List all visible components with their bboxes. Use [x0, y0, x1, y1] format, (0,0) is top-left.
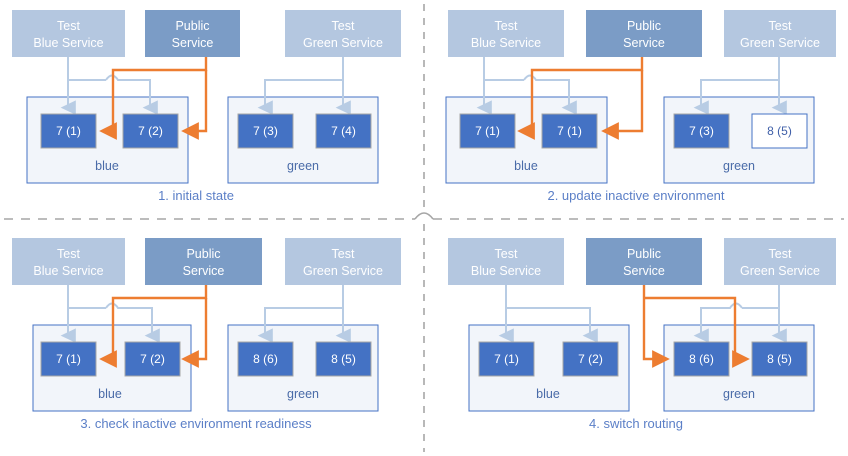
routing-public-to-green-1: [642, 285, 670, 368]
connector-test-green: [257, 285, 344, 343]
service-label-line2: Blue Service: [33, 264, 103, 278]
service-label-line1: Test: [332, 19, 355, 33]
service-label-line1: Test: [495, 19, 518, 33]
instance-label: 7 (1): [56, 352, 81, 366]
service-box-test-green: [285, 10, 401, 57]
service-label-line2: Service: [183, 264, 225, 278]
service-label-line1: Test: [57, 19, 80, 33]
service-label-line1: Test: [495, 247, 518, 261]
service-box-public: [586, 238, 702, 285]
connector-test-green: [257, 57, 344, 115]
instance-box: [315, 113, 372, 149]
instance-label: 7 (4): [331, 124, 356, 138]
instance-box: [237, 341, 294, 377]
instance-box: [124, 341, 181, 377]
service-label-line2: Blue Service: [33, 36, 103, 50]
instance-box: [673, 113, 730, 149]
service-label-line2: Service: [623, 36, 665, 50]
service-label-line1: Test: [57, 247, 80, 261]
service-box-public: [145, 10, 240, 57]
service-label-line2: Blue Service: [471, 264, 541, 278]
instance-label: 7 (1): [56, 124, 81, 138]
service-label-line1: Test: [332, 247, 355, 261]
routing-public-to-blue-2: [181, 70, 208, 140]
instance-label: 7 (3): [253, 124, 278, 138]
routing-public-to-blue-1: [517, 57, 644, 140]
connector-test-blue: [67, 57, 106, 81]
panel-caption: 4. switch routing: [589, 416, 683, 431]
instance-box: [478, 341, 535, 377]
instance-box: [122, 113, 179, 149]
service-box-public: [586, 10, 702, 57]
instance-box: [315, 341, 372, 377]
panel-1: 7 (1) 7 (2) 7 (3) 7 (4) blue green Test …: [12, 10, 401, 203]
panel-dividers: [4, 4, 844, 452]
connector-test-green: [693, 57, 780, 115]
env-label-blue: blue: [95, 159, 119, 173]
instance-label: 7 (1): [557, 124, 582, 138]
env-label-green: green: [723, 159, 755, 173]
instance-box: [673, 341, 730, 377]
service-label-line2: Service: [172, 36, 214, 50]
service-label-line1: Public: [175, 19, 209, 33]
panel-caption: 1. initial state: [158, 188, 234, 203]
instance-box-outline: [751, 113, 808, 149]
panel-caption: 2. update inactive environment: [547, 188, 724, 203]
panel-3: 7 (1) 7 (2) 8 (6) 8 (5) blue green Test …: [12, 238, 401, 431]
routing-public-to-blue-1: [99, 285, 208, 368]
service-label-line2: Blue Service: [471, 36, 541, 50]
instance-label: 8 (6): [689, 352, 714, 366]
instance-label: 7 (3): [689, 124, 714, 138]
instance-label: 8 (5): [331, 352, 356, 366]
service-label-line2: Green Service: [740, 264, 820, 278]
instance-label: 8 (5): [767, 124, 792, 138]
routing-public-to-blue-2: [181, 298, 208, 368]
panel-2: 7 (1) 7 (1) 7 (3) 8 (5) blue green Test …: [445, 10, 836, 203]
instance-box: [237, 113, 294, 149]
service-label-line2: Green Service: [303, 264, 383, 278]
env-label-green: green: [287, 387, 319, 401]
service-label-line1: Public: [186, 247, 220, 261]
service-label-line1: Public: [627, 19, 661, 33]
instance-label: 7 (1): [494, 352, 519, 366]
instance-box: [751, 341, 808, 377]
service-box-test-blue: [448, 238, 564, 285]
service-label-line2: Green Service: [303, 36, 383, 50]
service-box-test-green: [724, 238, 836, 285]
connector-test-blue: [506, 307, 598, 343]
service-label-line2: Service: [623, 264, 665, 278]
panel-4: 7 (1) 7 (2) 8 (6) 8 (5) blue green Test …: [448, 238, 836, 431]
routing-public-to-blue-2: [601, 70, 644, 140]
service-label-line1: Test: [769, 19, 792, 33]
instance-box: [459, 113, 516, 149]
env-label-green: green: [287, 159, 319, 173]
divider-hop: [414, 212, 434, 220]
panel-caption: 3. check inactive environment readiness: [80, 416, 312, 431]
instance-box: [541, 113, 598, 149]
service-label-line2: Green Service: [740, 36, 820, 50]
instance-label: 8 (6): [253, 352, 278, 366]
instance-box: [40, 113, 97, 149]
env-label-green: green: [723, 387, 755, 401]
instance-label: 8 (5): [767, 352, 792, 366]
routing-public-to-green-2: [644, 296, 750, 368]
instance-label: 7 (2): [138, 124, 163, 138]
instance-label: 7 (1): [475, 124, 500, 138]
service-box-test-blue: [12, 238, 125, 285]
env-label-blue: blue: [514, 159, 538, 173]
instance-box: [562, 341, 619, 377]
service-box-test-blue: [448, 10, 564, 57]
service-box-test-green: [724, 10, 836, 57]
instance-box: [40, 341, 97, 377]
routing-public-to-blue-1: [99, 57, 208, 140]
instance-label: 7 (2): [578, 352, 603, 366]
instance-label: 7 (2): [140, 352, 165, 366]
service-box-test-green: [285, 238, 401, 285]
service-label-line1: Test: [769, 247, 792, 261]
service-box-public: [145, 238, 262, 285]
env-label-blue: blue: [98, 387, 122, 401]
service-box-test-blue: [12, 10, 125, 57]
env-label-blue: blue: [536, 387, 560, 401]
service-label-line1: Public: [627, 247, 661, 261]
